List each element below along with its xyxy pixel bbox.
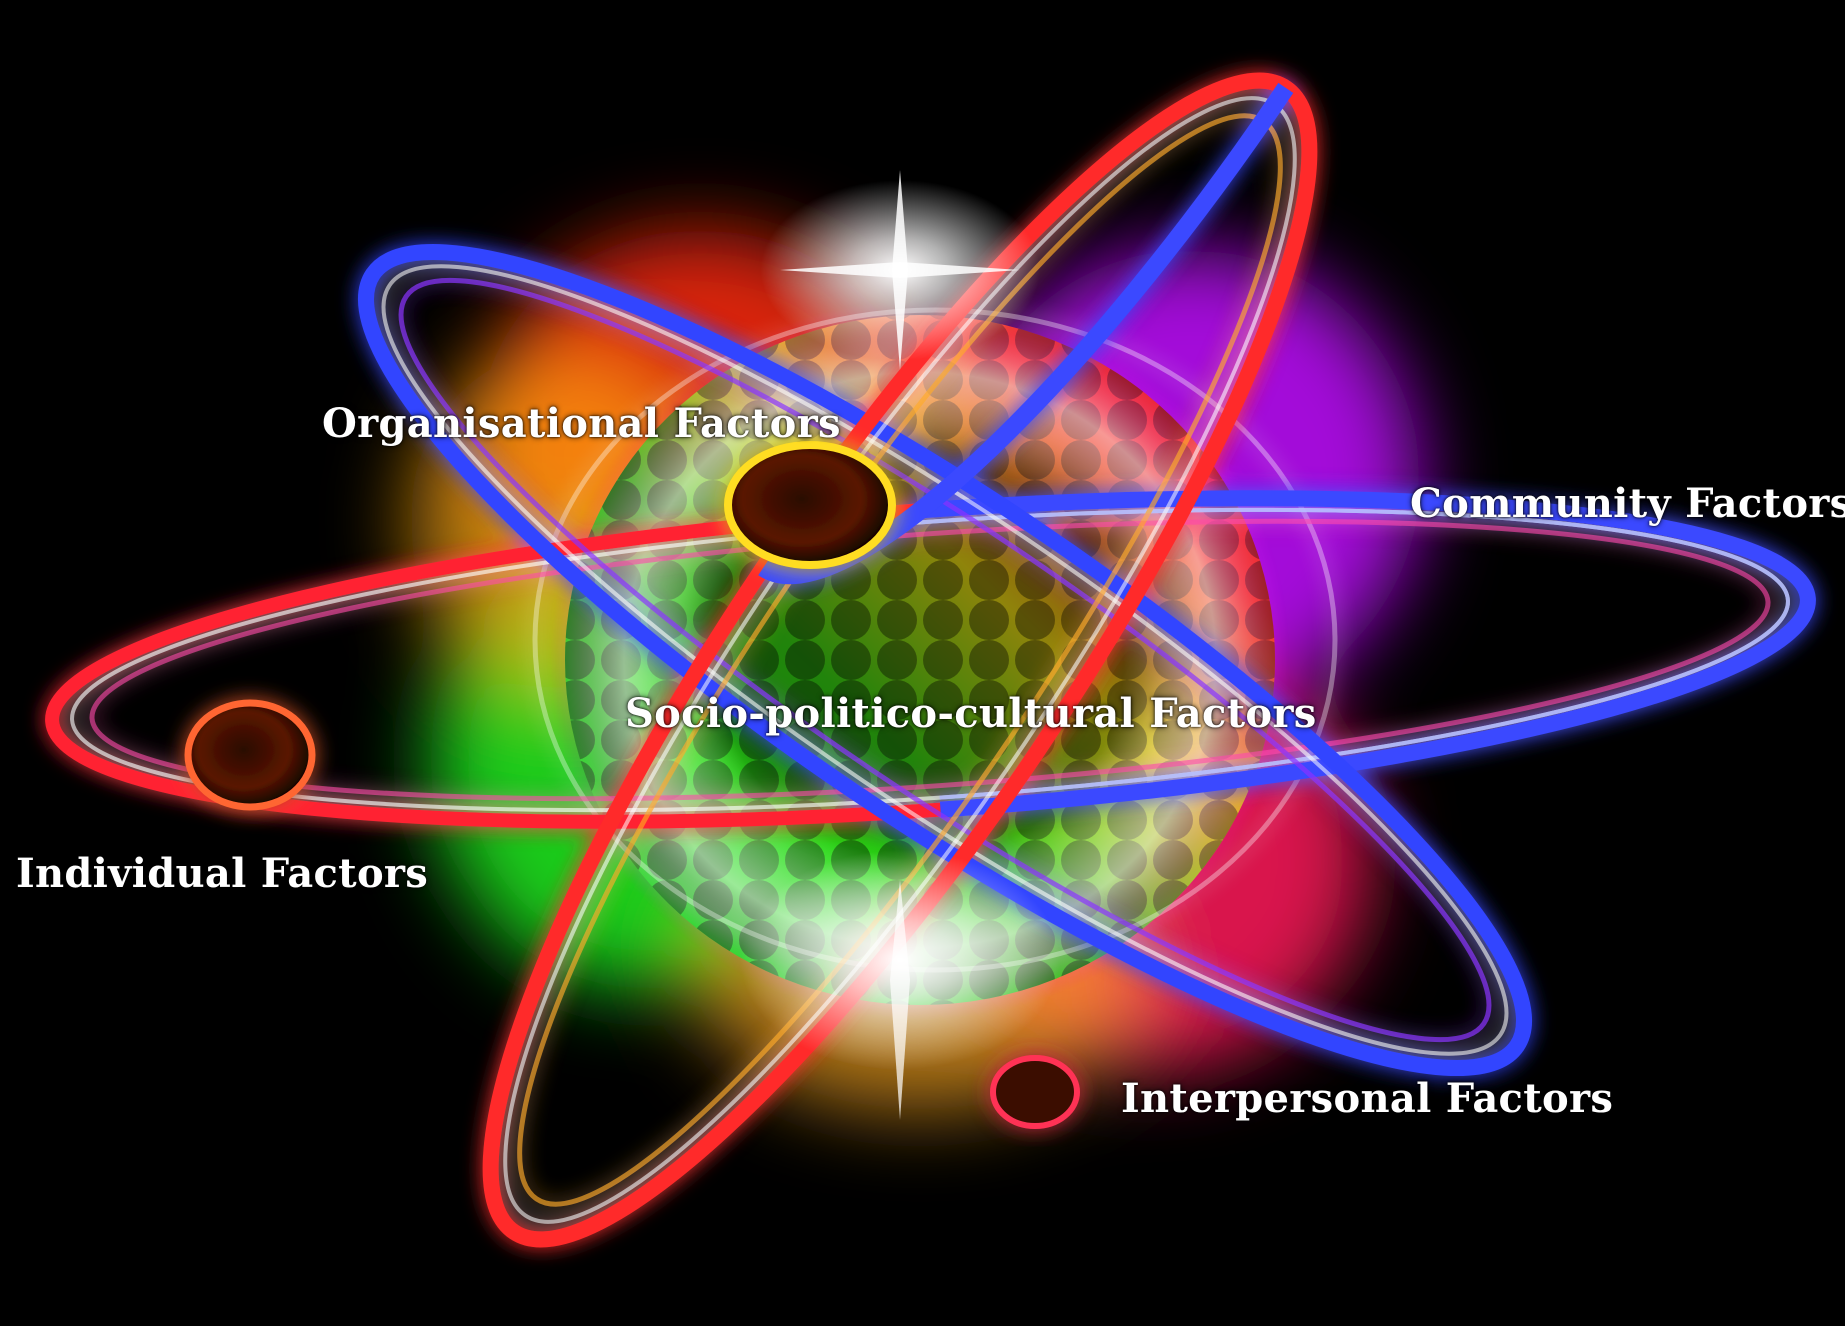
label-interpersonal-factors: Interpersonal Factors (1121, 1075, 1613, 1122)
label-socio-politico-cultural-factors: Socio-politico-cultural Factors (625, 690, 1317, 737)
electron-organisational (728, 445, 892, 565)
electron-individual (188, 703, 312, 807)
label-community-factors: Community Factors (1410, 480, 1845, 527)
label-organisational-factors: Organisational Factors (322, 400, 841, 447)
label-individual-factors: Individual Factors (16, 850, 428, 897)
electron-interpersonal (993, 1058, 1077, 1126)
